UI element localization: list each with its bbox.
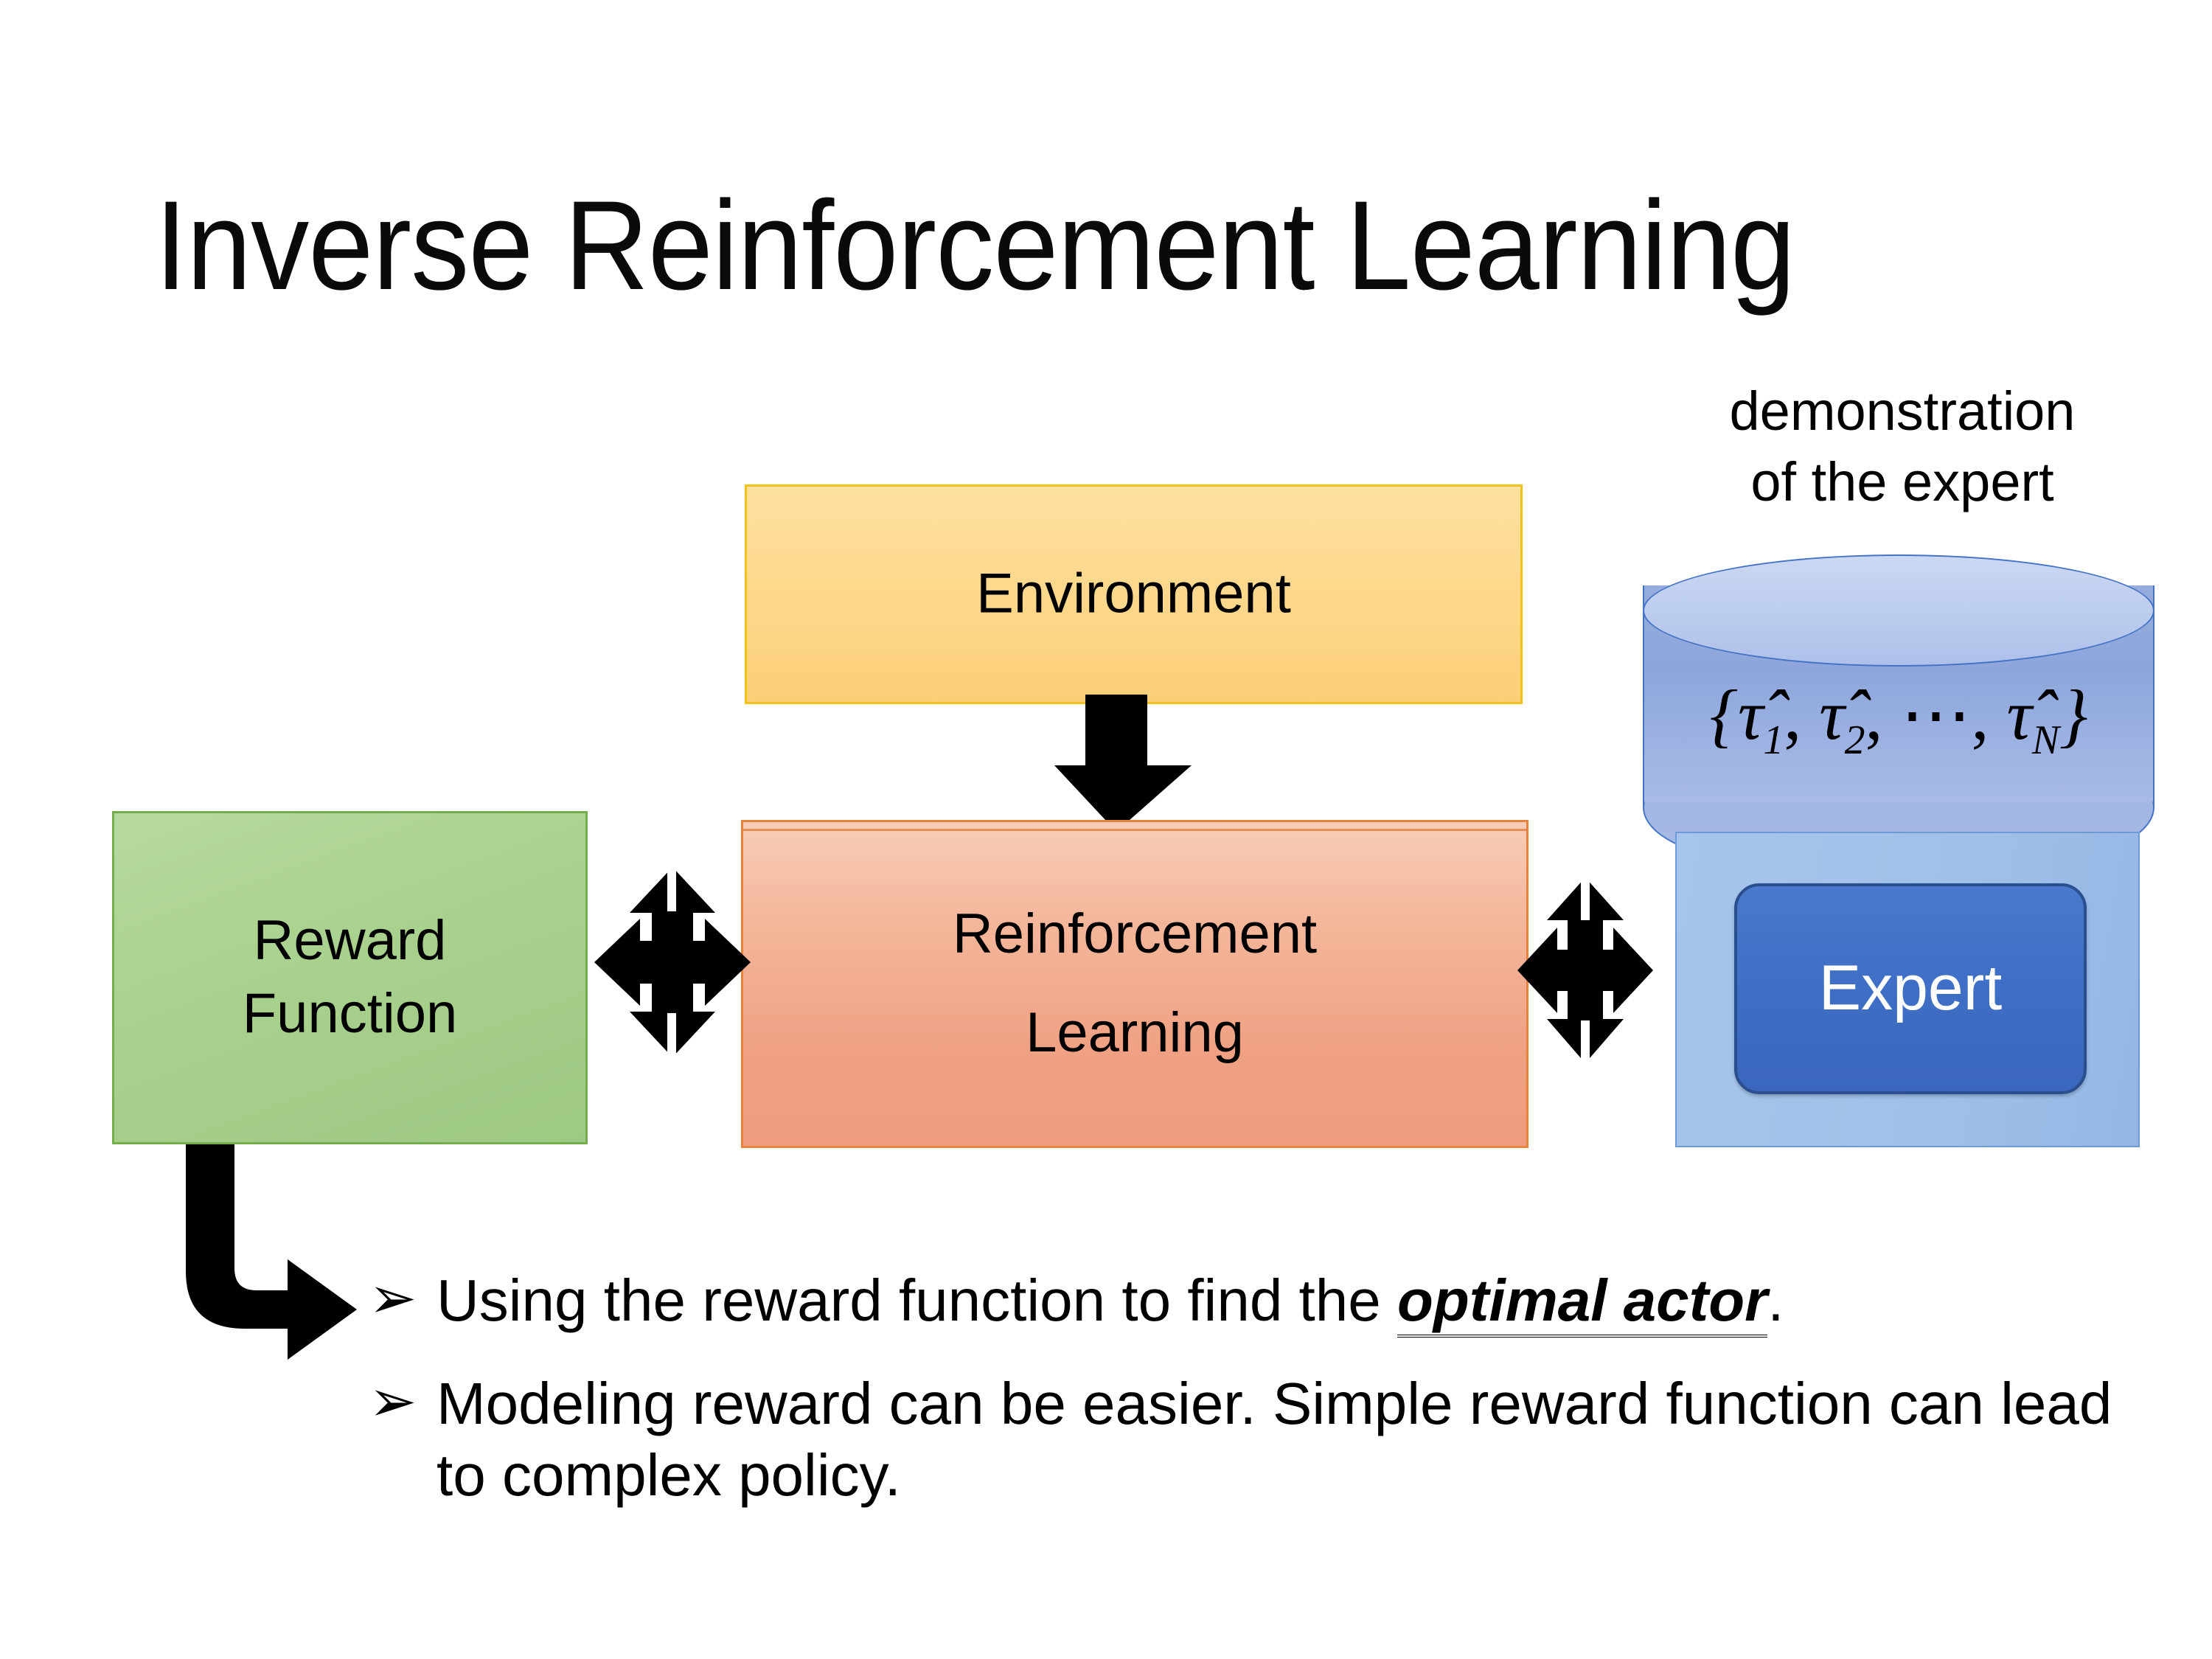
demonstration-label-line2: of the expert: [1750, 451, 2054, 513]
reward-function-box-label: Reward Function: [114, 905, 585, 1051]
formula-sub-1: 1: [1763, 717, 1784, 764]
rl-label-line1: Reinforcement: [952, 902, 1318, 965]
reward-label-line1: Reward: [253, 909, 447, 973]
reinforcement-learning-box-label: Reinforcement Learning: [743, 898, 1526, 1071]
bullet-arrow-icon: ➢: [369, 1265, 417, 1332]
environment-box-label: Environment: [976, 562, 1291, 625]
formula-sep-1: ,: [1784, 675, 1820, 754]
list-item: ➢ Using the reward function to find the …: [369, 1265, 2153, 1338]
bullet-text-1: Using the reward function to find the op…: [437, 1265, 2153, 1338]
demonstration-label: demonstration of the expert: [1644, 376, 2160, 518]
bullet-1-text-after: .: [1767, 1267, 1784, 1333]
formula-tau-n: τ̂: [2006, 675, 2032, 754]
formula-tau-2: τ̂: [1819, 675, 1845, 754]
formula-tau-1: τ̂: [1738, 675, 1764, 754]
trajectory-set-formula: {τ̂1, τ̂2, ⋯, τ̂N}: [1643, 680, 2154, 762]
formula-close-brace: }: [2059, 675, 2088, 754]
reward-label-line2: Function: [242, 982, 458, 1045]
bullet-list: ➢ Using the reward function to find the …: [369, 1265, 2153, 1543]
expert-box-label: Expert: [1818, 953, 2003, 1024]
trajectory-cylinder: {τ̂1, τ̂2, ⋯, τ̂N}: [1643, 554, 2154, 863]
demonstration-label-line1: demonstration: [1729, 380, 2076, 442]
rl-expert-link-four-way-arrow: [1517, 877, 1653, 1063]
expert-box[interactable]: Expert: [1734, 883, 2087, 1094]
cylinder-top-ellipse: [1643, 554, 2154, 667]
rl-box-top-rule: [743, 829, 1526, 831]
formula-sep-2: , ⋯,: [1865, 675, 2007, 754]
environment-to-rl-arrow: [1054, 695, 1192, 832]
bullet-2-text-before: Modeling reward can be easier. Simple re…: [437, 1370, 2112, 1509]
formula-sub-2: 2: [1844, 717, 1865, 764]
environment-box[interactable]: Environment: [745, 484, 1523, 704]
reward-rl-link-four-way-arrow: [594, 867, 751, 1057]
reward-to-notes-elbow-arrow: [186, 1144, 357, 1360]
list-item: ➢ Modeling reward can be easier. Simple …: [369, 1368, 2153, 1512]
reward-function-box[interactable]: Reward Function: [112, 811, 588, 1144]
bullet-arrow-icon: ➢: [369, 1368, 417, 1435]
formula-open-brace: {: [1709, 675, 1739, 754]
bullet-1-text-before: Using the reward function to find the: [437, 1267, 1397, 1333]
bullet-1-emphasis: optimal actor: [1397, 1267, 1768, 1338]
formula-sub-n: N: [2031, 717, 2059, 764]
page-title: Inverse Reinforcement Learning: [155, 175, 1795, 316]
bullet-text-2: Modeling reward can be easier. Simple re…: [437, 1368, 2153, 1512]
rl-label-line2: Learning: [1026, 1001, 1244, 1065]
reinforcement-learning-box[interactable]: Reinforcement Learning: [741, 820, 1528, 1148]
